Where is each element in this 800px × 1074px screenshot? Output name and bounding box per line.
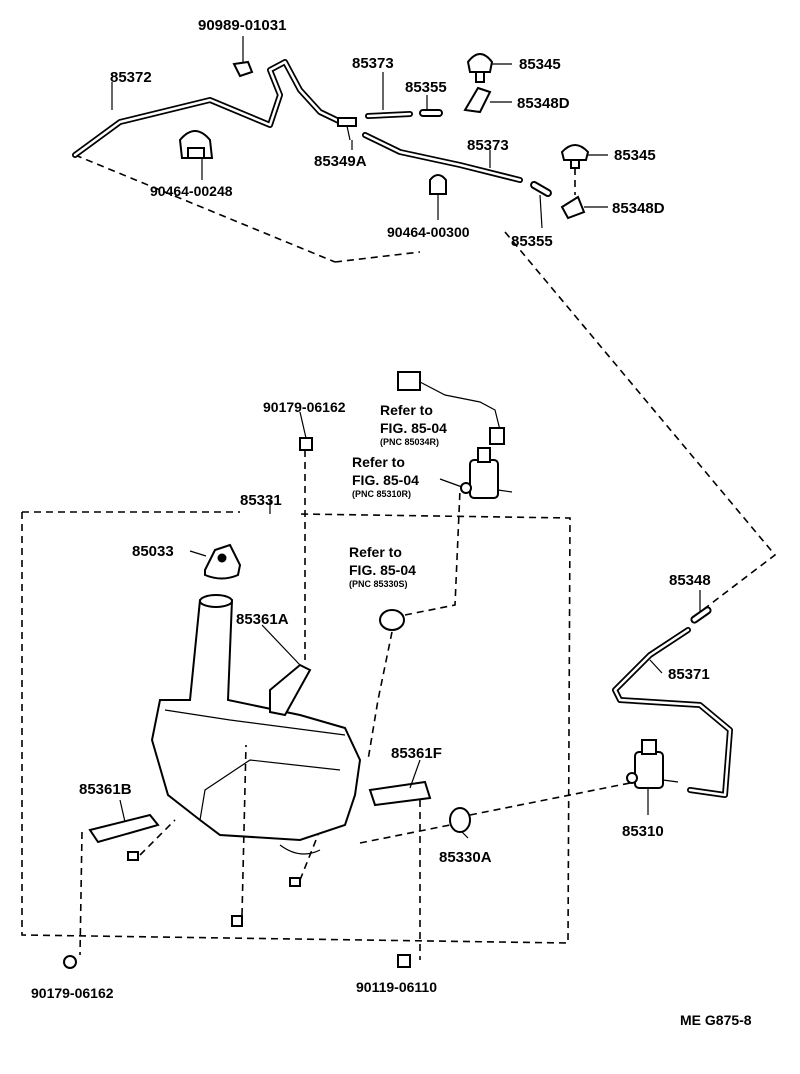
hose-route-dashed-mid [334, 251, 421, 263]
label-85349a: 85349A [314, 153, 367, 170]
label-90464-00300: 90464-00300 [387, 224, 470, 240]
label-85348d-lower: 85348D [612, 200, 665, 217]
pump-85310r [460, 447, 513, 499]
hose-85371 [612, 627, 733, 798]
clamp-90464-00248 [178, 130, 214, 159]
tank-assembly-outline [21, 512, 571, 944]
grommet-85330s [367, 489, 461, 761]
clip-90989-01031 [232, 36, 254, 78]
reference-2-fig: FIG. 85-04 [352, 472, 419, 488]
reference-3-pnc: (PNC 85330S) [349, 579, 408, 589]
connector-85348 [690, 606, 712, 624]
label-85345-upper: 85345 [519, 56, 561, 73]
bolt-bottom-left [127, 819, 176, 861]
label-90989-01031: 90989-01031 [198, 17, 286, 34]
label-85355-lower: 85355 [511, 233, 553, 250]
label-85331: 85331 [240, 492, 282, 509]
connector-85355-upper [419, 109, 443, 117]
reference-1-refer: Refer to [380, 402, 433, 418]
label-85361b: 85361B [79, 781, 132, 798]
tank-85331 [150, 594, 362, 855]
elbow-85348d-lower [560, 195, 586, 220]
label-85371: 85371 [668, 666, 710, 683]
label-90119-06110: 90119-06110 [356, 979, 437, 995]
reference-callout-3: Refer to FIG. 85-04 (PNC 85330S) [349, 544, 416, 589]
reference-3-refer: Refer to [349, 544, 402, 560]
label-85348d-upper: 85348D [517, 95, 570, 112]
bolt-bottom-mid [289, 834, 319, 887]
hose-route-dashed [74, 154, 777, 613]
nozzle-85345-lower [560, 144, 590, 195]
bolt-90119-06110 [397, 954, 411, 968]
nozzle-85345-upper [466, 53, 494, 83]
part-labels: 90989-01031 85372 85373 85355 85345 8534… [31, 17, 711, 1001]
pump-85310 [626, 739, 679, 789]
elbow-85348d-upper [463, 86, 492, 114]
hose-85372 [72, 59, 348, 158]
reference-2-pnc: (PNC 85310R) [352, 489, 411, 499]
bracket-85361b [63, 813, 160, 969]
connector-85034r [397, 371, 505, 445]
reference-callout-1: Refer to FIG. 85-04 (PNC 85034R) [380, 402, 447, 447]
label-85330a: 85330A [439, 849, 492, 866]
grommet-85330a [359, 782, 631, 844]
label-90179-06162-top: 90179-06162 [263, 399, 346, 415]
label-90179-06162-bottom: 90179-06162 [31, 985, 114, 1001]
label-85355-upper: 85355 [405, 79, 447, 96]
hose-85373-lower [362, 132, 523, 183]
label-85345-lower: 85345 [614, 147, 656, 164]
bracket-85361a [269, 437, 313, 717]
reference-2-refer: Refer to [352, 454, 405, 470]
label-90464-00248: 90464-00248 [150, 183, 233, 199]
connector-85355-lower [530, 181, 552, 229]
label-85033: 85033 [132, 543, 174, 560]
label-85372: 85372 [110, 69, 152, 86]
drawing-code: ME G875-8 [680, 1012, 752, 1028]
leader-lines [111, 63, 701, 839]
reference-1-fig: FIG. 85-04 [380, 420, 447, 436]
clamp-90464-00300 [429, 174, 447, 220]
label-85361a: 85361A [236, 611, 289, 628]
cap-85033 [204, 543, 242, 580]
label-85373-lower: 85373 [467, 137, 509, 154]
label-85348: 85348 [669, 572, 711, 589]
reference-3-fig: FIG. 85-04 [349, 562, 416, 578]
label-85310: 85310 [622, 823, 664, 840]
hose-85373-upper [365, 111, 413, 119]
connector-85349a [337, 117, 357, 141]
bolt-tank-low [231, 744, 247, 927]
label-85361f: 85361F [391, 745, 442, 762]
reference-1-pnc: (PNC 85034R) [380, 437, 439, 447]
bracket-85361f [368, 780, 432, 960]
label-85373-upper: 85373 [352, 55, 394, 72]
reference-callout-2: Refer to FIG. 85-04 (PNC 85310R) [352, 454, 419, 499]
